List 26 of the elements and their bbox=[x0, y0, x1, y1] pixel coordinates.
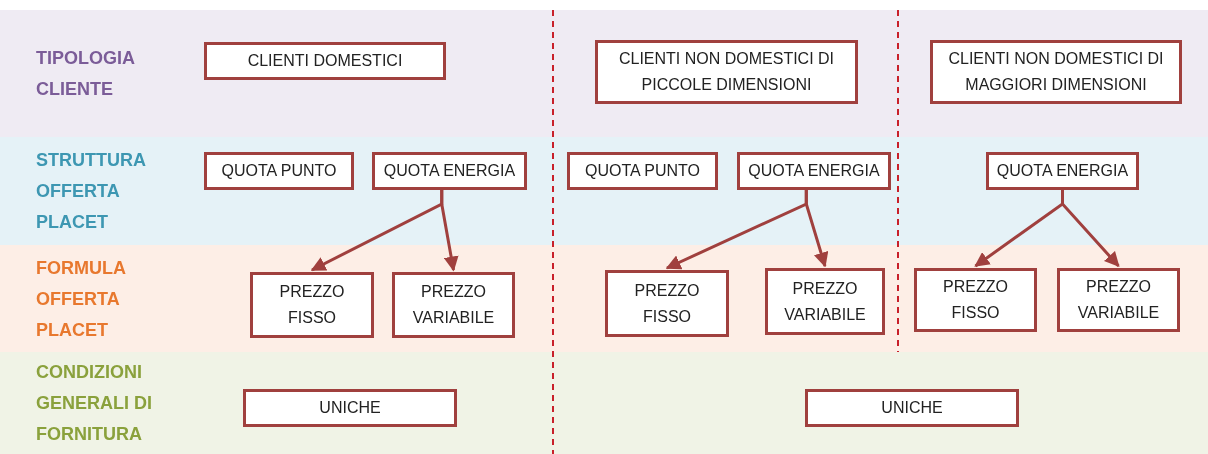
category-box: PREZZO FISSO bbox=[250, 272, 374, 338]
category-box: QUOTA PUNTO bbox=[567, 152, 718, 190]
category-box: CLIENTI NON DOMESTICI DI MAGGIORI DIMENSIONI bbox=[930, 40, 1182, 104]
row-band bbox=[0, 137, 1208, 245]
row-band bbox=[0, 10, 1208, 137]
category-box: PREZZO VARIABILE bbox=[1057, 268, 1180, 332]
category-box: PREZZO FISSO bbox=[914, 268, 1037, 332]
arrow bbox=[804, 190, 829, 268]
row-heading: CONDIZIONI GENERALI DI FORNITURA bbox=[36, 360, 153, 446]
category-box: UNICHE bbox=[805, 389, 1019, 427]
arrow bbox=[440, 190, 459, 272]
row-heading: FORMULA OFFERTA PLACET bbox=[36, 256, 127, 341]
category-box: PREZZO FISSO bbox=[605, 270, 729, 337]
category-box: CLIENTI DOMESTICI bbox=[204, 42, 446, 80]
category-box: QUOTA ENERGIA bbox=[737, 152, 891, 190]
row-band bbox=[0, 352, 1208, 454]
category-box: QUOTA ENERGIA bbox=[372, 152, 527, 190]
row-heading: STRUTTURA OFFERTA PLACET bbox=[36, 148, 147, 234]
row-band bbox=[0, 245, 1208, 352]
category-box: QUOTA PUNTO bbox=[204, 152, 354, 190]
category-box: CLIENTI NON DOMESTICI DI PICCOLE DIMENSIONI bbox=[595, 40, 858, 104]
category-box: UNICHE bbox=[243, 389, 457, 427]
category-box: PREZZO VARIABILE bbox=[765, 268, 885, 335]
category-box: QUOTA ENERGIA bbox=[986, 152, 1139, 190]
category-box: PREZZO VARIABILE bbox=[392, 272, 515, 338]
row-heading: TIPOLOGIA CLIENTE bbox=[36, 46, 136, 101]
